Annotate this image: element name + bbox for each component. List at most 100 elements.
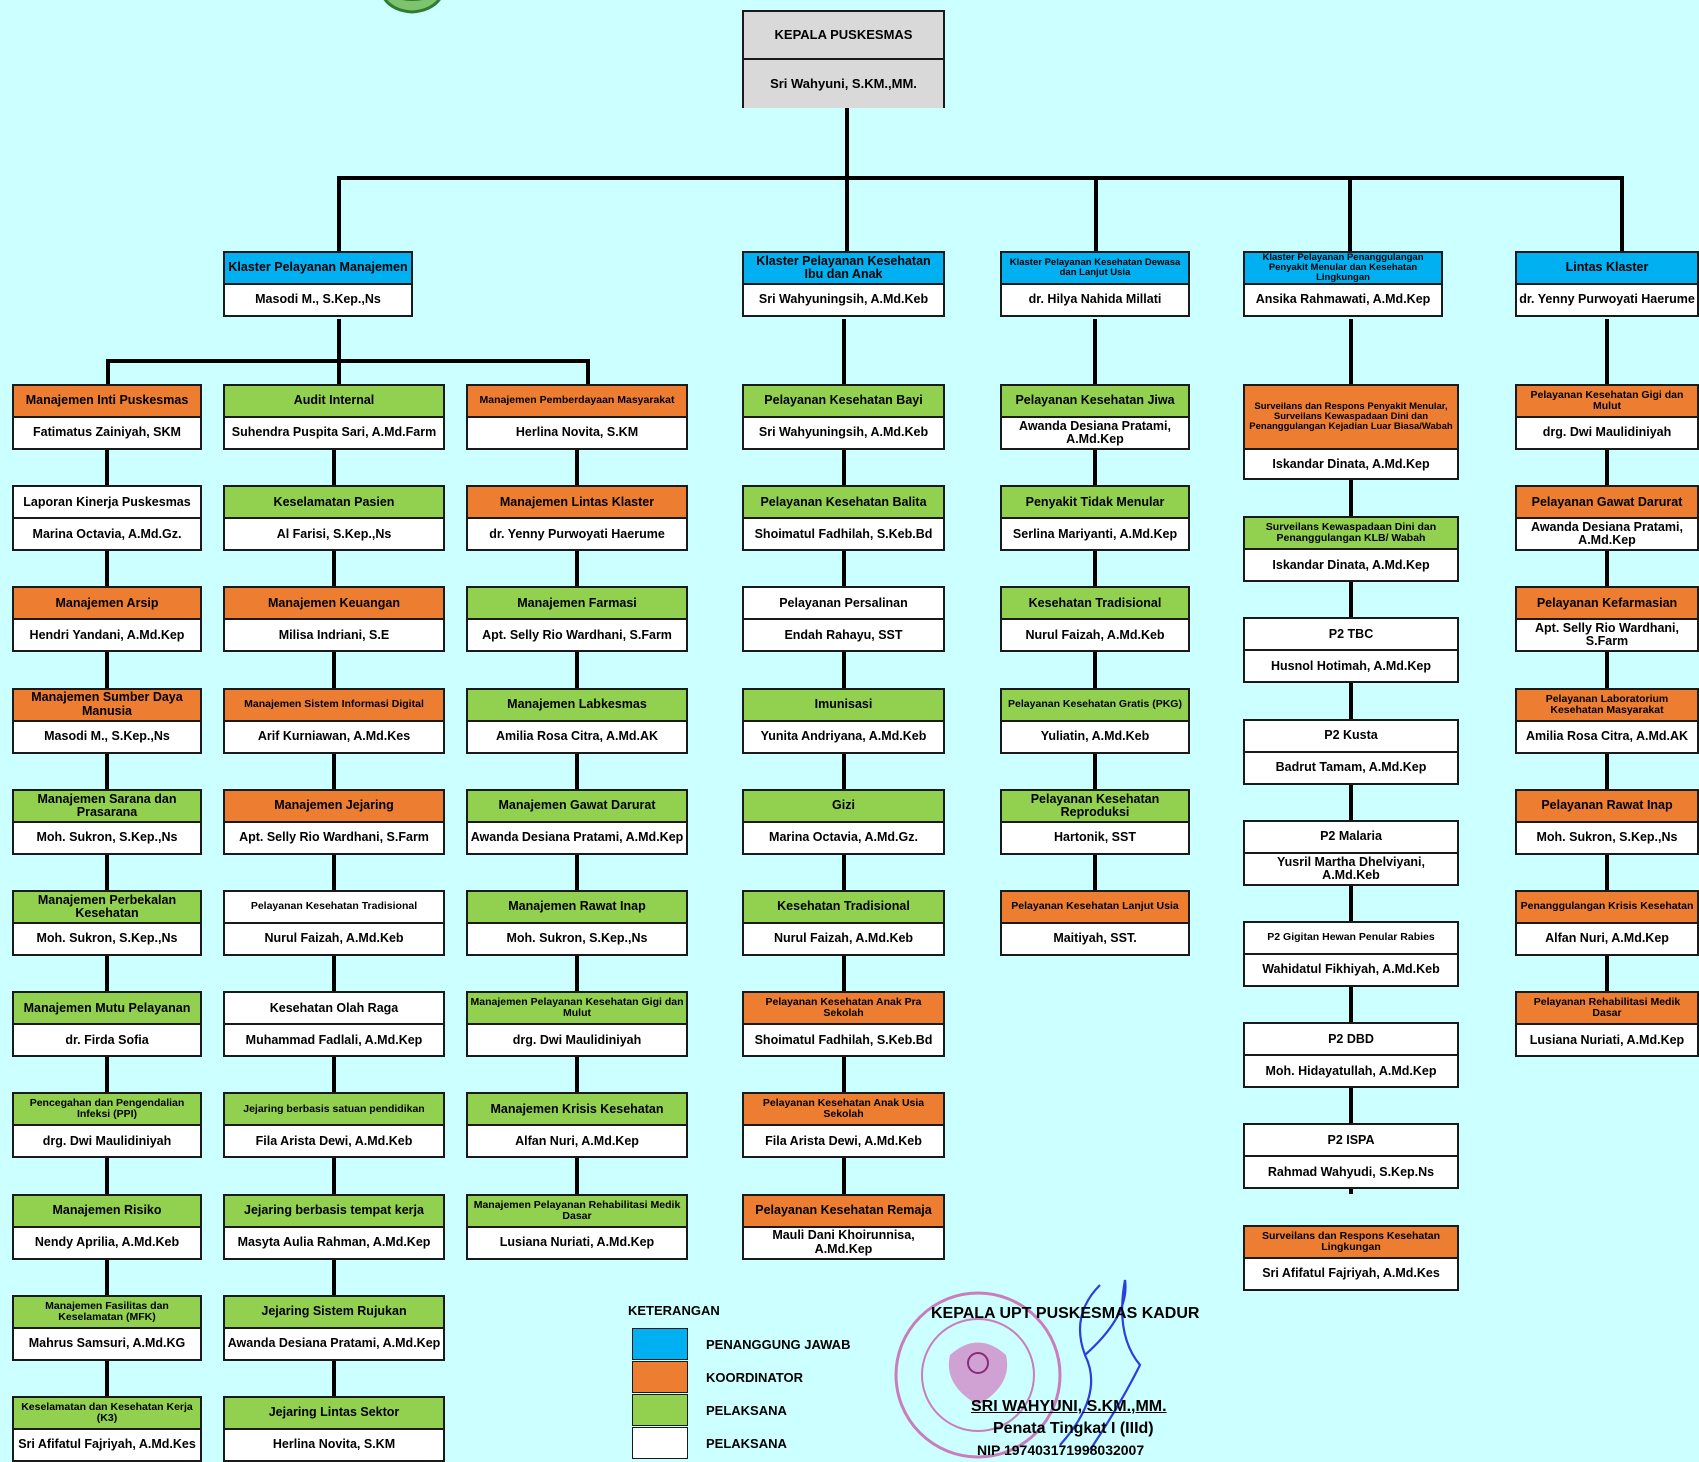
sub-box-title: Manajemen Fasilitas dan Keselamatan (MFK… bbox=[14, 1296, 200, 1329]
sub-box-title: Manajemen Keuangan bbox=[225, 588, 443, 621]
sub-box-person: Amilia Rosa Citra, A.Md.AK bbox=[495, 729, 659, 744]
sub-box-title: Pelayanan Kesehatan Remaja bbox=[744, 1195, 943, 1228]
sub-box-person: Iskandar Dinata, A.Md.Kep bbox=[1272, 457, 1430, 472]
sub-box: Manajemen Pelayanan Rehabilitasi Medik D… bbox=[466, 1193, 688, 1260]
sub-box-person: Awanda Desiana Pratami, A.Md.Kep bbox=[1019, 418, 1171, 446]
sub-box-person: Moh. Sukron, S.Kep.,Ns bbox=[1536, 830, 1678, 845]
sub-box-title: Manajemen Sarana dan Prasarana bbox=[14, 790, 200, 823]
sub-box-title: Penanggulangan Krisis Kesehatan bbox=[1517, 892, 1697, 924]
head-box: KEPALA PUSKESMAS Sri Wahyuni, S.KM.,MM. bbox=[742, 10, 945, 108]
sub-box-title: Manajemen Sistem Informasi Digital bbox=[225, 689, 443, 722]
sub-box-title: Manajemen Krisis Kesehatan bbox=[468, 1094, 686, 1127]
sub-box-person: Iskandar Dinata, A.Md.Kep bbox=[1272, 557, 1430, 572]
cluster-box-title: Klaster Pelayanan Kesehatan Dewasa dan L… bbox=[1002, 253, 1188, 285]
legend-label: PELAKSANA bbox=[706, 1403, 787, 1418]
sub-box-title: Manajemen Pelayanan Rehabilitasi Medik D… bbox=[468, 1195, 686, 1228]
sub-box-title: Manajemen Risiko bbox=[14, 1195, 200, 1228]
sub-box-title: Surveilans dan Respons Penyakit Menular,… bbox=[1245, 386, 1457, 450]
sub-box-person: Sri Afifatul Fajriyah, A.Md.Kes bbox=[1262, 1266, 1440, 1281]
sub-box-title: Pelayanan Gawat Darurat bbox=[1517, 487, 1697, 520]
sub-box-title: Pelayanan Kesehatan Lanjut Usia bbox=[1002, 892, 1188, 924]
connector-line bbox=[1605, 319, 1609, 992]
sub-box-person: Shoimatul Fadhilah, S.Keb.Bd bbox=[754, 526, 933, 541]
connector-line bbox=[337, 319, 341, 361]
sub-box-title: Pelayanan Rehabilitasi Medik Dasar bbox=[1517, 993, 1697, 1026]
sub-box: Surveilans Kewaspadaan Dini dan Penanggu… bbox=[1243, 516, 1459, 583]
sub-box-title: P2 TBC bbox=[1245, 619, 1457, 652]
sub-box-title: Manajemen Rawat Inap bbox=[468, 892, 686, 924]
legend-swatch bbox=[632, 1427, 688, 1459]
sub-box-title: Pelayanan Kesehatan Gigi dan Mulut bbox=[1517, 386, 1697, 418]
sub-box-person: Sri Wahyuningsih, A.Md.Keb bbox=[758, 425, 929, 440]
sub-box-title: Keselamatan dan Kesehatan Kerja (K3) bbox=[14, 1398, 200, 1430]
sub-box-person: Husnol Hotimah, A.Md.Kep bbox=[1271, 658, 1431, 673]
cluster-box-title: Lintas Klaster bbox=[1517, 253, 1697, 285]
sub-box: Pencegahan dan Pengendalian Infeksi (PPI… bbox=[12, 1092, 202, 1159]
sub-box-person: Nurul Faizah, A.Md.Keb bbox=[773, 931, 914, 946]
cluster-box: Klaster Pelayanan Kesehatan Ibu dan Anak… bbox=[742, 251, 945, 317]
sub-box-person: Nendy Aprilia, A.Md.Keb bbox=[34, 1235, 180, 1250]
connector-line bbox=[845, 176, 849, 251]
sub-box-person: Nurul Faizah, A.Md.Keb bbox=[1025, 627, 1165, 642]
sub-box-person: Mauli Dani Khoirunnisa, A.Md.Kep bbox=[772, 1228, 915, 1256]
sub-box-person: drg. Dwi Maulidiniyah bbox=[42, 1133, 172, 1148]
handwritten-signature bbox=[1059, 1279, 1142, 1451]
head-name: Sri Wahyuni, S.KM.,MM. bbox=[744, 60, 943, 108]
sub-box-title: Manajemen Pemberdayaan Masyarakat bbox=[468, 386, 686, 418]
sub-box-title: Manajemen Labkesmas bbox=[468, 689, 686, 722]
sub-box-title: P2 DBD bbox=[1245, 1024, 1457, 1057]
sub-box-title: Gizi bbox=[744, 790, 943, 823]
sub-box-title: Penyakit Tidak Menular bbox=[1002, 487, 1188, 520]
legend-swatch bbox=[632, 1361, 688, 1393]
signature-title: KEPALA UPT PUSKESMAS KADUR bbox=[931, 1305, 1200, 1322]
legend-title: KETERANGAN bbox=[628, 1303, 720, 1318]
sub-box-person: Moh. Hidayatullah, A.Md.Kep bbox=[1265, 1063, 1437, 1078]
sub-box-person: Lusiana Nuriati, A.Md.Kep bbox=[499, 1235, 655, 1250]
sub-box-title: Jejaring Sistem Rujukan bbox=[225, 1296, 443, 1329]
sub-box-person: Masodi M., S.Kep.,Ns bbox=[44, 729, 170, 744]
sub-box-title: Manajemen Sumber Daya Manusia bbox=[14, 689, 200, 722]
sub-box-person: Fatimatus Zainiyah, SKM bbox=[33, 425, 181, 440]
sub-box-title: Manajemen Jejaring bbox=[225, 790, 443, 823]
sub-box-person: Apt. Selly Rio Wardhani, S.Farm bbox=[239, 830, 429, 845]
connector-line bbox=[845, 108, 849, 180]
sub-box-person: drg. Dwi Maulidiniyah bbox=[1542, 425, 1672, 440]
sub-box-title: Jejaring berbasis satuan pendidikan bbox=[225, 1094, 443, 1127]
sub-box-title: Pelayanan Kefarmasian bbox=[1517, 588, 1697, 621]
cluster-box-person: dr. Yenny Purwoyati Haerume bbox=[1519, 292, 1695, 307]
signature-name: SRI WAHYUNI, S.KM.,MM. bbox=[971, 1398, 1167, 1415]
sub-box-title: P2 Kusta bbox=[1245, 720, 1457, 753]
sub-box-person: Marina Octavia, A.Md.Gz. bbox=[32, 526, 182, 541]
signature-nip: NIP 197403171998032007 bbox=[977, 1442, 1145, 1458]
sub-box: Manajemen Pelayanan Kesehatan Gigi dan M… bbox=[466, 991, 688, 1058]
cluster-box-person: Ansika Rahmawati, A.Md.Kep bbox=[1255, 292, 1431, 307]
sub-box-title: Pelayanan Rawat Inap bbox=[1517, 790, 1697, 823]
sub-box-title: Pelayanan Kesehatan Gratis (PKG) bbox=[1002, 689, 1188, 722]
cluster-box: Lintas Klaster dr. Yenny Purwoyati Haerum… bbox=[1515, 251, 1699, 317]
legend-swatch bbox=[632, 1328, 688, 1360]
